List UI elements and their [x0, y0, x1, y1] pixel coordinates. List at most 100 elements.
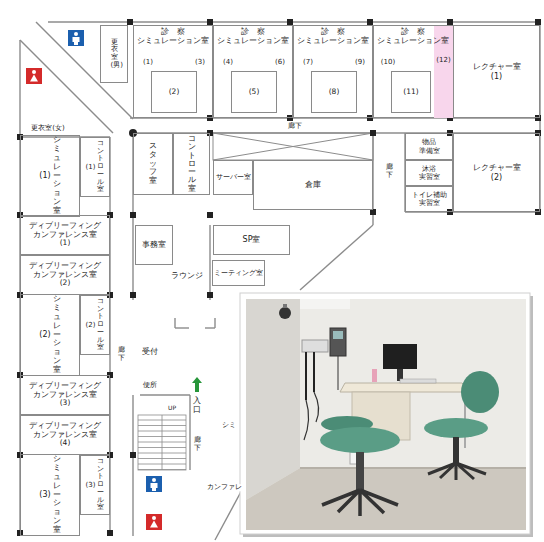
room-photo	[279, 307, 291, 319]
room-name: コントロール室	[97, 458, 104, 512]
building-wall	[140, 394, 190, 395]
room-box: コントロール室(2)	[80, 295, 110, 355]
room-name: (6)	[275, 58, 285, 66]
pillar	[130, 452, 136, 458]
room-box: シミュレーション室(2)	[20, 294, 80, 375]
room-box: 物品 準備室	[405, 133, 453, 160]
room-photo	[424, 418, 488, 438]
area-label-text: 廊下	[386, 164, 393, 179]
room-photo	[372, 369, 377, 382]
room-box: SP室	[213, 225, 290, 255]
room-name: シミュレーション室	[53, 295, 61, 374]
restroom-icon-male	[68, 30, 84, 46]
room-photo	[313, 352, 315, 392]
void-cross	[213, 133, 373, 160]
area-label-text: 更衣室(女)	[31, 124, 64, 132]
room-photo	[246, 468, 526, 530]
room-box: 診 察シミュレーション室(4)(6)(5)	[213, 25, 293, 118]
sub-room: (7)	[296, 56, 320, 68]
building-wall	[20, 22, 540, 540]
room-photo	[428, 463, 486, 480]
room-photo	[330, 328, 346, 356]
room-number: (3)	[39, 490, 50, 499]
room-name: (10)	[381, 58, 395, 66]
room-photo	[305, 352, 307, 400]
room-name: (3)	[195, 58, 205, 66]
room-name: トイレ補助 実習室	[409, 191, 449, 207]
room-box: レクチャー室 (2)	[453, 133, 540, 212]
restroom-icon-female	[146, 514, 162, 530]
restroom-icon-female	[26, 68, 162, 530]
room-box: 診 察シミュレーション室(1)(3)(2)	[133, 25, 213, 118]
room-name: 事務室	[142, 241, 166, 250]
room-photo	[400, 379, 436, 383]
sub-room: (2)	[151, 71, 197, 113]
restroom-icon-female	[32, 70, 36, 74]
building-wall	[175, 327, 189, 328]
room-box: 沐浴 実習室	[405, 160, 453, 186]
room-name: 診 察	[161, 28, 185, 37]
entrance-arrow	[192, 377, 202, 392]
area-label-text: 廊下	[118, 347, 125, 362]
room-name: ディブリーフィング カンファレンス室 (4)	[29, 422, 101, 448]
area-label: 入口	[193, 397, 201, 415]
sub-room: (9)	[348, 56, 372, 68]
room-name: 更衣室(男)	[111, 39, 118, 70]
room-name: (1)	[143, 58, 153, 66]
room-photo	[304, 392, 319, 440]
room-photo	[240, 293, 530, 534]
pillar	[207, 292, 213, 298]
room-name: 倉庫	[305, 180, 321, 189]
area-label: 便所	[143, 381, 157, 389]
room-name: 診 察	[401, 28, 425, 37]
room-name: コントロール室	[188, 135, 196, 193]
pillar	[207, 212, 213, 218]
room-box: 診 察シミュレーション室(10)(12)(11)	[373, 25, 453, 118]
staircase	[138, 415, 186, 470]
void-cross	[213, 133, 373, 160]
stair-tread	[138, 458, 186, 459]
area-label-text: 廊下	[194, 437, 201, 452]
building-wall	[209, 225, 210, 300]
building-wall	[132, 395, 133, 536]
room-name: シミュレーション室	[53, 136, 61, 215]
restroom-icon-female	[152, 516, 156, 520]
pillar	[370, 130, 376, 136]
room-photo	[320, 427, 400, 453]
room-box: 倉庫	[253, 160, 373, 210]
room-name: レクチャー室 (1)	[472, 62, 522, 80]
sub-room: (3)	[188, 56, 212, 68]
area-label-text: カンファレ	[207, 484, 242, 491]
stair-tread	[138, 420, 186, 421]
room-photo	[302, 340, 328, 352]
room-name: (9)	[355, 58, 365, 66]
pillar	[535, 115, 541, 121]
area-label: 廊下	[194, 437, 201, 452]
room-name: 診 察	[241, 28, 265, 37]
room-box: トイレ補助 実習室	[405, 186, 453, 212]
sub-room: (5)	[231, 71, 277, 113]
sub-room: (10)	[376, 56, 400, 68]
room-photo	[338, 356, 339, 390]
sub-room: (1)	[136, 56, 160, 68]
restroom-icon-male	[146, 476, 162, 492]
stair-tread	[138, 442, 186, 443]
building-wall	[300, 225, 373, 290]
area-label: ラウンジ	[171, 271, 203, 280]
area-label-text: 便所	[143, 381, 157, 389]
area-label: シミ	[222, 421, 236, 429]
room-name: ディブリーフィング カンファレンス室 (3)	[29, 382, 101, 408]
stair-tread	[138, 431, 186, 432]
room-photo	[333, 331, 343, 339]
room-box: 診 察シミュレーション室(7)(9)(8)	[293, 25, 373, 118]
area-label-text: 入口	[193, 397, 201, 415]
restroom-icon-male	[151, 483, 158, 491]
room-name: (5)	[249, 88, 260, 97]
room-box: サーバー室	[213, 160, 253, 195]
room-name: 診 察	[321, 28, 345, 37]
stair-tread	[138, 425, 186, 426]
room-photo	[246, 299, 526, 530]
sub-room: (8)	[311, 71, 357, 113]
stair-tread	[138, 447, 186, 448]
